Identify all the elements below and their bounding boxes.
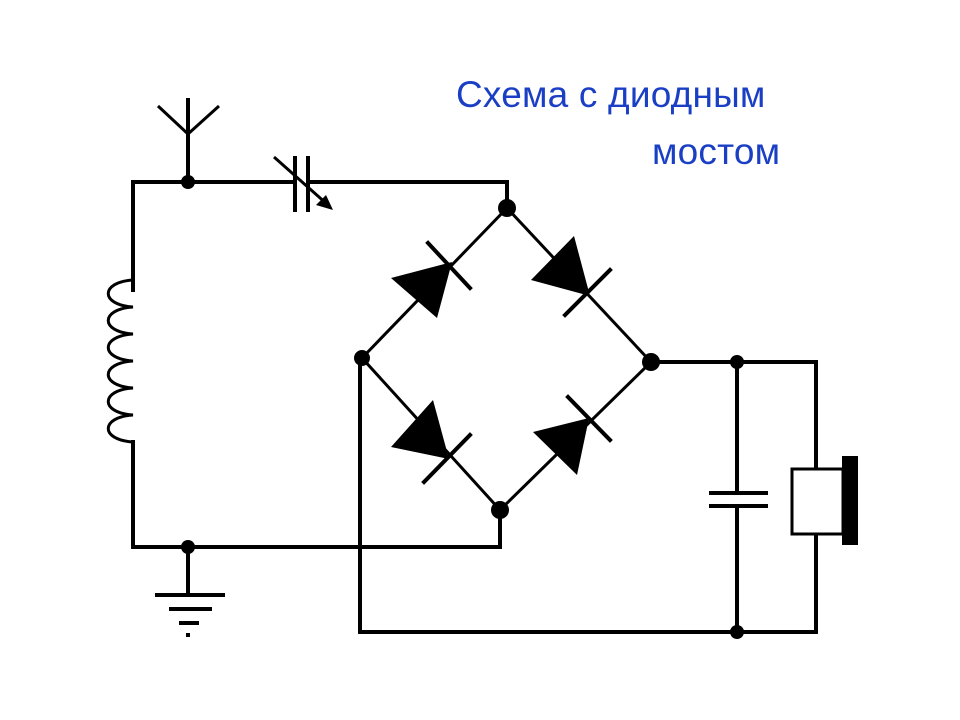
junction-dot [730, 355, 744, 369]
inductor-icon [106, 278, 135, 549]
diode-icon [391, 240, 473, 318]
filter-capacitor-icon [709, 360, 768, 634]
ground-icon [155, 545, 225, 637]
junction-dot [730, 625, 744, 639]
junction-dot [642, 353, 660, 371]
output-wire [649, 360, 818, 470]
junctions [181, 175, 744, 639]
diagram-title-line-1: Схема с диодным [456, 74, 766, 115]
bottom-wire [131, 508, 502, 549]
antenna-icon [156, 98, 221, 184]
variable-capacitor-icon [273, 155, 333, 212]
diode-icon [533, 394, 613, 475]
junction-dot [491, 501, 509, 519]
return-wire [358, 356, 818, 634]
diode-icon [391, 400, 473, 485]
diagram-title-line-2: мостом [652, 131, 781, 172]
junction-dot [181, 540, 195, 554]
junction-dot [181, 175, 195, 189]
diode-icon [531, 236, 613, 318]
diode-bridge [360, 206, 653, 512]
junction-dot [498, 199, 516, 217]
junction-dot [354, 350, 370, 366]
earphone-icon [790, 456, 858, 545]
